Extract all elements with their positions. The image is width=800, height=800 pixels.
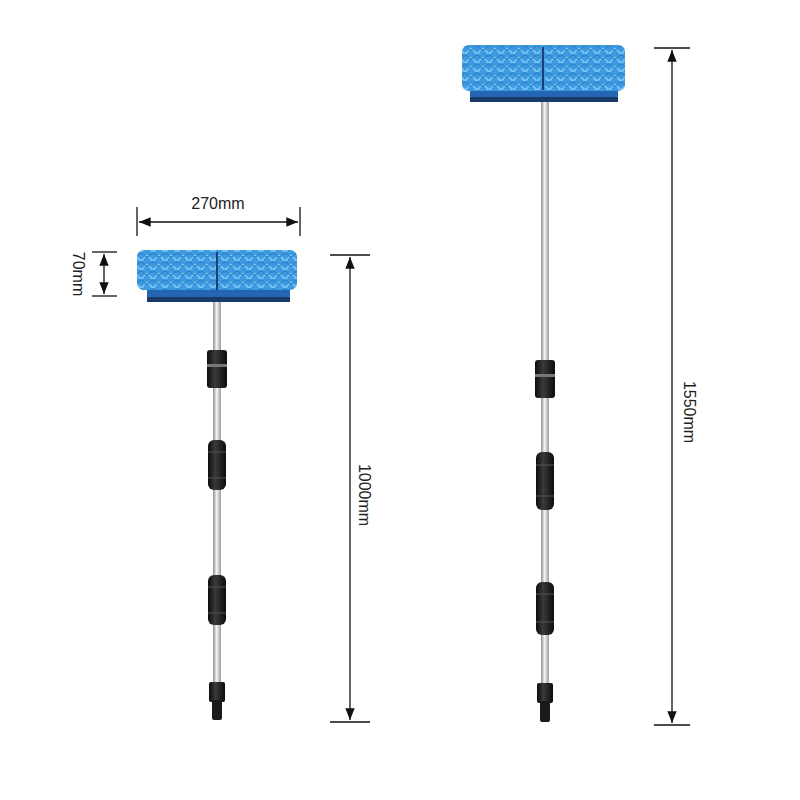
- extended-brush: [462, 45, 625, 722]
- dimension-label-box: 70mm: [69, 251, 87, 297]
- dimension-label-box: 1550mm: [680, 380, 698, 444]
- dimension-label-box: 270mm: [190, 195, 245, 213]
- dimension-label: 1000mm: [356, 463, 373, 527]
- dimension-label: 70mm: [70, 251, 87, 297]
- dimension-label: 270mm: [190, 195, 245, 212]
- dimension-label: 1550mm: [681, 380, 698, 444]
- short-brush: [137, 250, 297, 720]
- dimension-lines: [92, 48, 690, 725]
- dimension-label-box: 1000mm: [355, 463, 373, 527]
